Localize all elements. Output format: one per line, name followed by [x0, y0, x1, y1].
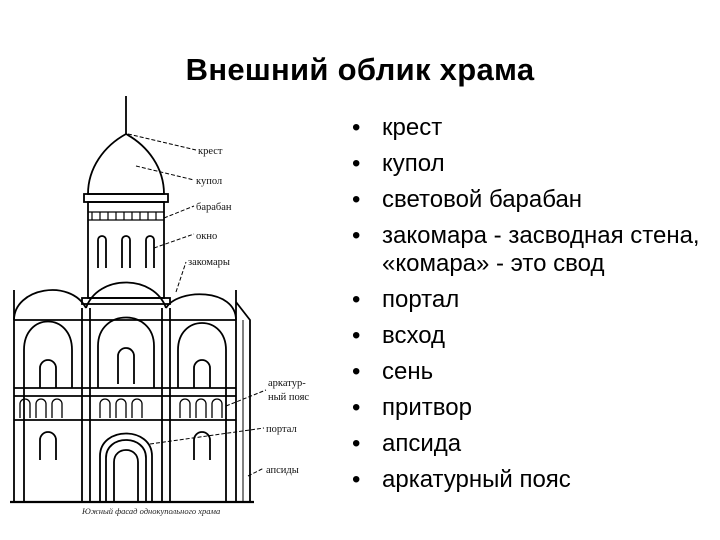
drum-window: [97, 235, 107, 268]
drum-window: [121, 235, 131, 268]
page-title: Внешний облик храма: [185, 52, 535, 87]
lower-window: [193, 431, 211, 460]
list-item: портал: [352, 286, 712, 314]
zakomara-center: [85, 281, 167, 309]
bay-arch-right: [177, 322, 227, 502]
portal-middle: [105, 439, 147, 502]
label-arkatur-2: ный пояс: [268, 392, 309, 403]
list-item: апсида: [352, 430, 712, 458]
upper-window: [117, 347, 135, 384]
label-okno: окно: [196, 231, 217, 242]
drum-base: [81, 297, 171, 305]
list-item: купол: [352, 150, 712, 178]
terms-list: крест купол световой барабан закомара - …: [352, 114, 712, 502]
bay-arch-center: [97, 316, 155, 388]
upper-window: [193, 359, 211, 388]
church-facade-drawing: крест купол барабан окно закомары аркату…: [10, 96, 309, 516]
label-baraban: барабан: [196, 202, 232, 213]
church-facade-diagram: крест купол барабан окно закомары аркату…: [0, 88, 340, 540]
label-portal: портал: [266, 424, 297, 435]
drum-frieze: [88, 211, 164, 221]
upper-window: [39, 359, 57, 388]
portal-outer: [99, 432, 153, 502]
label-apsidy: апсиды: [266, 465, 299, 476]
zakomara-left: [13, 289, 87, 321]
arcature-belt: [19, 398, 223, 418]
diagram-caption: Южный фасад однокупольного храма: [81, 506, 220, 516]
portal-inner: [113, 449, 139, 502]
list-item: аркатурный пояс: [352, 466, 712, 494]
zakomara-right: [165, 293, 237, 321]
list-item: притвор: [352, 394, 712, 422]
bay-arch-left: [23, 320, 73, 502]
label-kupol: купол: [196, 176, 222, 187]
dome-base: [83, 193, 169, 203]
list-item: крест: [352, 114, 712, 142]
lower-window: [39, 431, 57, 460]
label-krest: крест: [198, 146, 223, 157]
label-zakomary: закомары: [188, 257, 230, 268]
list-item: закомара - засводная стена, «комара» - э…: [352, 222, 712, 278]
drum-window: [145, 235, 155, 268]
list-item: сень: [352, 358, 712, 386]
label-arkatur-1: аркатур-: [268, 378, 306, 389]
list-item: световой барабан: [352, 186, 712, 214]
list-item: всход: [352, 322, 712, 350]
dome: [87, 132, 165, 195]
